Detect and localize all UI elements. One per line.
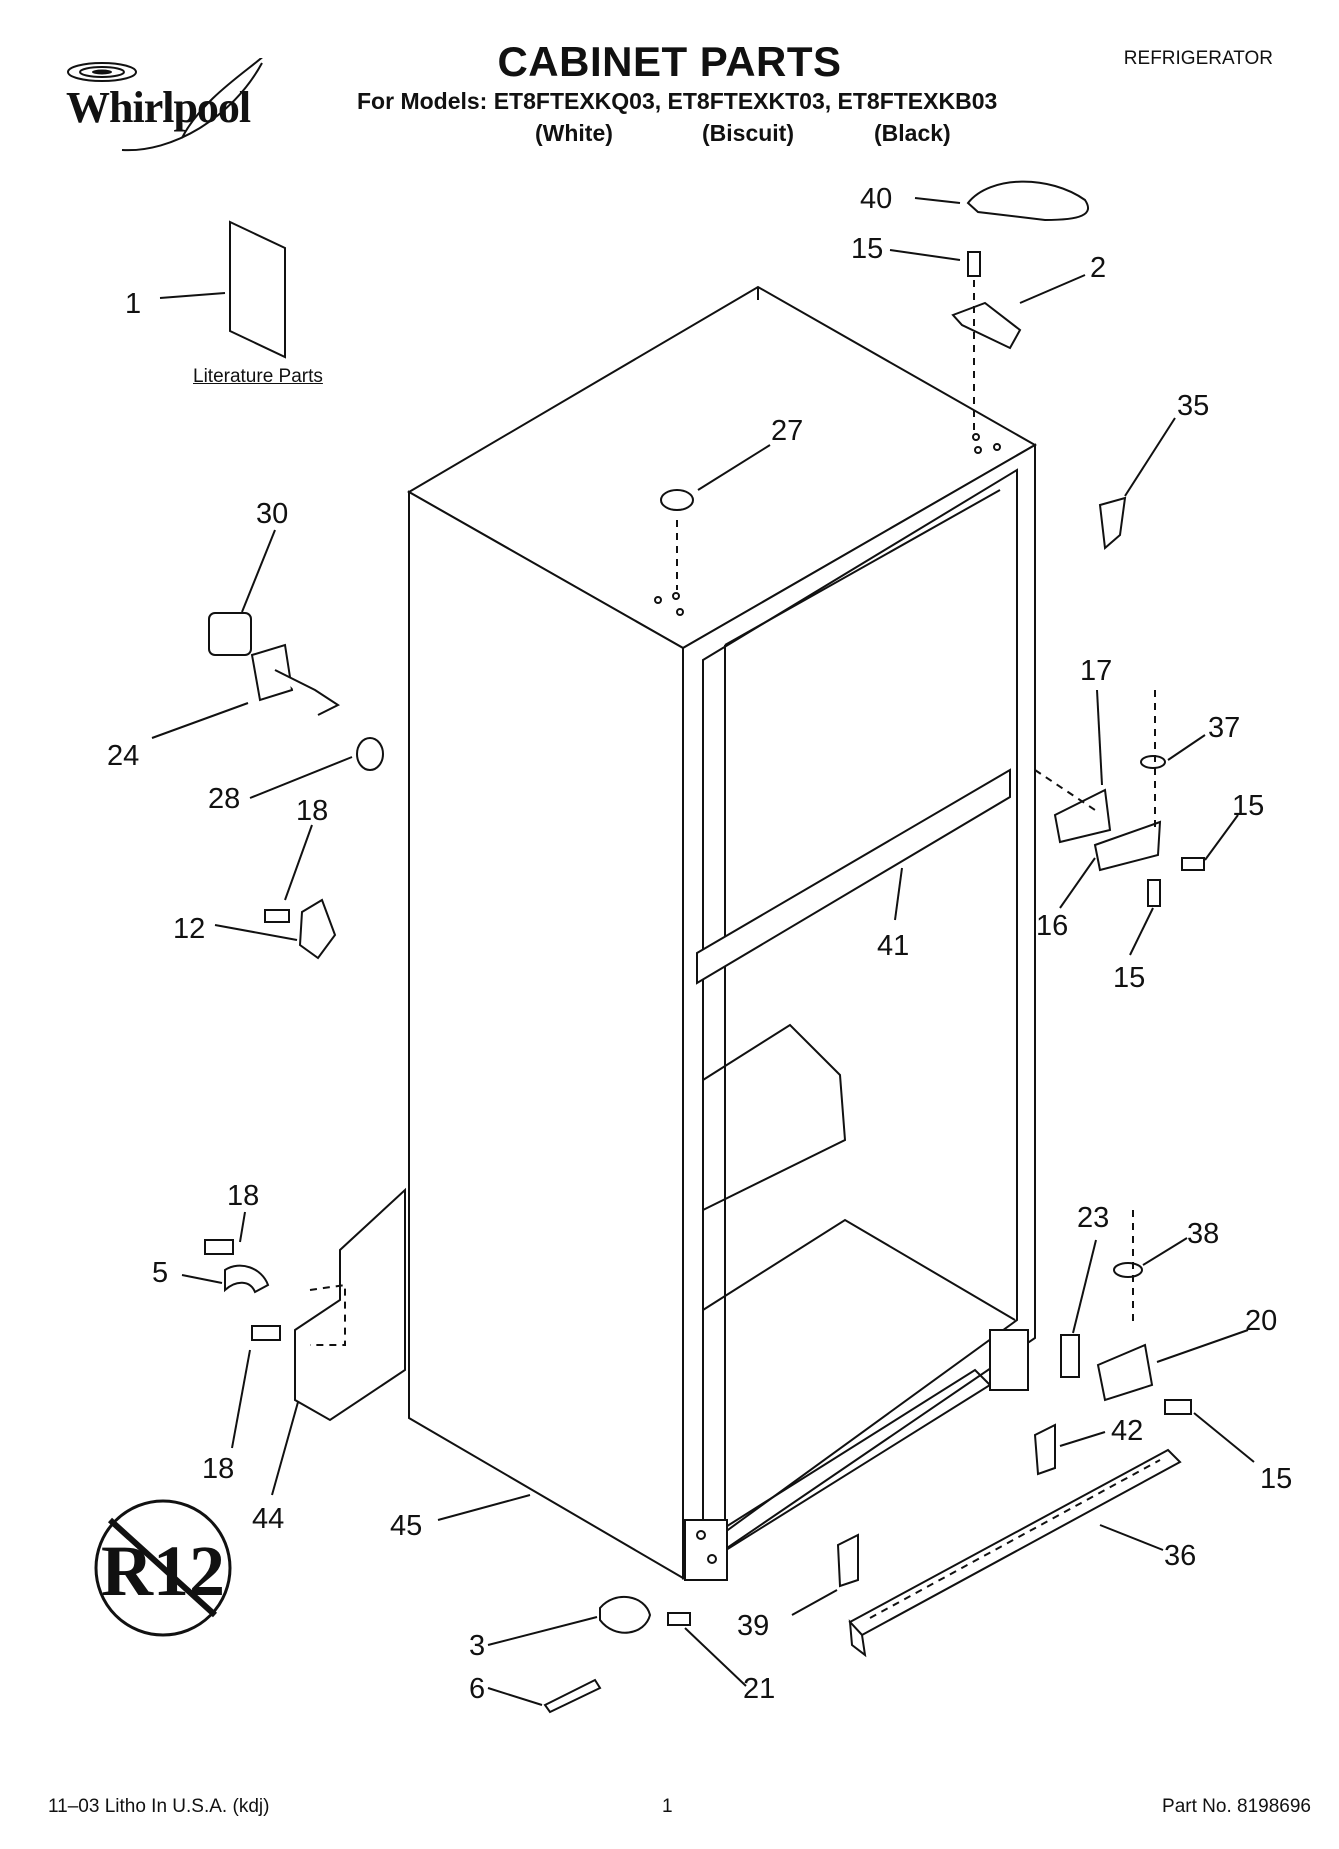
callout-40: 40 [860,183,892,215]
callout-42: 42 [1111,1415,1143,1447]
callout-37: 37 [1208,712,1240,744]
center-hinge [1093,820,1162,872]
page-number: 1 [662,1796,673,1817]
hinge-spacer [1060,1334,1080,1378]
literature-parts-label: Literature Parts [193,366,323,387]
callout-28: 28 [208,783,240,815]
grille-clip-right [1033,1423,1056,1476]
callout-36: 36 [1164,1540,1196,1572]
cabinet-plug [660,489,694,511]
center-hinge-bracket [1053,788,1112,844]
handle-trim [208,612,252,656]
callout-30: 30 [256,498,288,530]
color-label-biscuit: (Biscuit) [702,120,794,146]
color-label-white: (White) [535,120,613,146]
callout-15-center-right: 15 [1232,790,1264,822]
whirlpool-logo: Whirlpool [62,58,277,158]
callout-numbers: 1 40 15 2 35 27 30 24 28 18 12 17 37 15 … [107,183,1292,1705]
callout-16: 16 [1036,910,1068,942]
lower-hinge-plate [989,1329,1029,1391]
roller-bracket [599,1595,652,1634]
panel-screw [251,1325,281,1341]
cabinet-shell [407,285,1038,1581]
callout-21: 21 [743,1673,775,1705]
callout-38: 38 [1187,1218,1219,1250]
washer-top [1140,755,1166,769]
mullion-bar [696,768,1011,985]
handle-mount [250,643,294,702]
roller-pin [543,1678,602,1714]
callout-27: 27 [771,415,803,447]
hinge-cover [966,180,1090,222]
grille-clip-left [836,1533,859,1588]
callout-24: 24 [107,740,139,772]
callout-39: 39 [737,1610,769,1642]
callout-15-center-lower: 15 [1113,962,1145,994]
callout-20: 20 [1245,1305,1277,1337]
leader-lines [151,197,1255,1706]
footer-litho: 11–03 Litho In U.S.A. (kdj) [48,1796,270,1817]
models-line: For Models: ET8FTEXKQ03, ET8FTEXKT03, ET… [357,88,998,114]
lower-hinge-screw [1164,1399,1192,1415]
swirl-icon [67,58,263,152]
callout-1: 1 [125,288,141,320]
grommet [356,737,384,771]
callout-17: 17 [1080,655,1112,687]
callout-35: 35 [1177,390,1209,422]
center-hinge-screw-2 [1147,879,1161,907]
callout-5: 5 [152,1257,168,1289]
door-stop-clip [298,898,337,960]
hinge-shim [1098,496,1127,550]
callout-41: 41 [877,930,909,962]
callout-15-top: 15 [851,233,883,265]
leveling-screw [667,1612,691,1626]
callout-15-lower: 15 [1260,1463,1292,1495]
literature-booklet [229,220,286,359]
callout-23: 23 [1077,1202,1109,1234]
callout-18-lower-bottom: 18 [202,1453,234,1485]
rear-panel [294,1187,406,1422]
callout-45: 45 [390,1510,422,1542]
callout-44: 44 [252,1503,284,1535]
clip-screw [264,909,290,923]
toe-grille [848,1448,1182,1637]
callout-2: 2 [1090,252,1106,284]
hinge-washer [1113,1262,1143,1278]
lower-hinge [1096,1343,1154,1402]
callout-3: 3 [469,1630,485,1662]
callout-18-upper: 18 [296,795,328,827]
color-label-black: (Black) [874,120,951,146]
brand-name: Whirlpool [66,83,251,132]
callout-18-lower-top: 18 [227,1180,259,1212]
clamp-screw [204,1239,234,1255]
cord-clamp [224,1264,270,1294]
document-type: REFRIGERATOR [1123,48,1273,69]
leveling-bracket [684,1519,728,1581]
part-number: Part No. 8198696 [1162,1796,1311,1817]
callout-12: 12 [173,913,205,945]
top-hinge [951,301,1022,350]
callout-6: 6 [469,1673,485,1705]
no-r12-badge: R12 [94,1499,232,1637]
toe-grille-end [848,1619,867,1658]
page-title: CABINET PARTS [497,38,842,85]
center-hinge-screw [1181,857,1205,871]
hinge-screw [967,251,981,277]
